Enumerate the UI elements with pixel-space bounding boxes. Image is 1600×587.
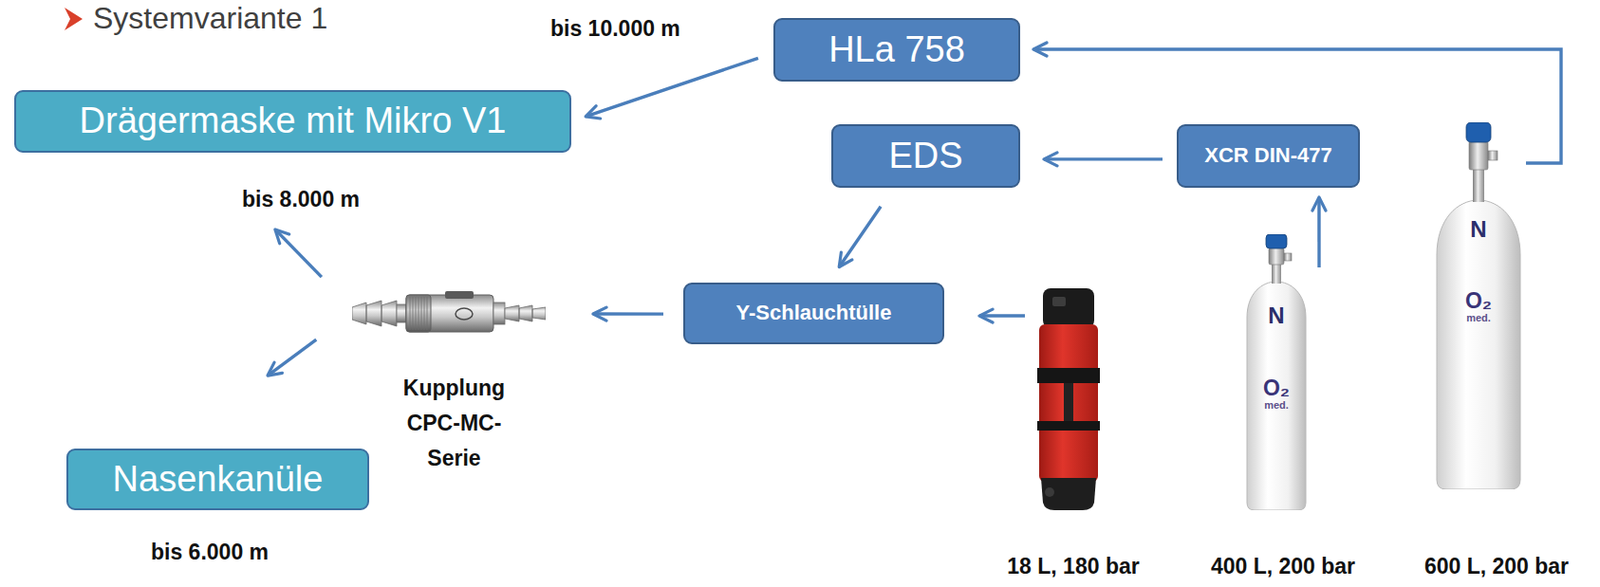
heading-wrap: Systemvariante 1 xyxy=(93,0,328,37)
text-holder: N xyxy=(1233,302,1320,330)
bullet-symbol xyxy=(64,7,83,31)
connector-arrow xyxy=(585,57,759,117)
range-label-holder: bis 10.000 m xyxy=(550,15,681,42)
y-connector-box: Y-Schlauchtülle xyxy=(683,282,945,345)
connector-arrow xyxy=(838,206,881,268)
connector-arrow xyxy=(267,339,317,376)
oxygen-cylinder: NO₂med.400 L, 200 bar xyxy=(1233,234,1320,511)
cylinder-marking: N xyxy=(1431,216,1526,243)
connector-arrow xyxy=(1317,197,1321,268)
caption-text: 600 L, 200 bar xyxy=(1401,554,1592,581)
connector-arrow xyxy=(593,312,664,316)
connector-arrow xyxy=(1043,157,1163,161)
text-holder: 400 L, 200 bar xyxy=(1188,554,1378,581)
cylinder-marking: N xyxy=(1233,302,1320,330)
coupling-node: Kupplung CPC-MC-Serie xyxy=(352,290,546,337)
connector-arrow xyxy=(979,314,1025,317)
coupling-node-picture xyxy=(352,290,546,337)
range-label: bis 8.000 m xyxy=(241,186,360,212)
caption-text: 400 L, 200 bar xyxy=(1188,554,1378,581)
range-label-holder: bis 6.000 m xyxy=(150,539,269,566)
box-label: Nasenkanüle xyxy=(112,459,324,502)
text-holder: med. xyxy=(1233,398,1320,412)
text-holder: 600 L, 200 bar xyxy=(1401,554,1592,581)
box-label: Drägermaske mit Mikro V1 xyxy=(79,100,507,143)
oxygen-cylinder-shape xyxy=(1246,234,1306,511)
caption-text: 18 L, 180 bar xyxy=(978,554,1169,581)
range-label: bis 10.000 m xyxy=(550,16,681,41)
text-holder: 18 L, 180 bar xyxy=(978,554,1169,581)
range-label: bis 6.000 m xyxy=(150,539,269,565)
box-label: EDS xyxy=(888,135,963,178)
heading: Systemvariante 1 xyxy=(93,0,328,36)
oxygen-cylinder-picture xyxy=(1233,234,1320,511)
cylinder-marking: O₂ xyxy=(1233,374,1320,402)
pressure-reducer-box: XCR DIN-477 xyxy=(1176,124,1360,188)
text-holder: O₂ xyxy=(1431,287,1526,315)
text-holder: Kupplung CPC-MC-Serie xyxy=(380,371,528,477)
demand-system-box: EDS xyxy=(831,124,1021,188)
text-holder: N xyxy=(1431,216,1526,243)
text-holder: med. xyxy=(1431,311,1526,325)
box-label: XCR DIN-477 xyxy=(1204,143,1332,168)
range-label-holder: bis 8.000 m xyxy=(241,186,360,213)
cylinder-marking: med. xyxy=(1233,398,1320,412)
coupling-node-shape xyxy=(352,291,546,333)
oxygen-bag: 18 L, 180 bar xyxy=(1035,288,1102,511)
regulator-box: HLa 758 xyxy=(773,18,1021,82)
mask-box: Drägermaske mit Mikro V1 xyxy=(14,90,572,153)
oxygen-bag-picture xyxy=(1035,288,1102,511)
caption-text: Kupplung CPC-MC-Serie xyxy=(380,371,528,477)
cylinder-marking: med. xyxy=(1431,311,1526,325)
box-label: HLa 758 xyxy=(828,29,966,72)
oxygen-bag-shape xyxy=(1037,288,1100,511)
text-holder: O₂ xyxy=(1233,374,1320,402)
cylinder-marking: O₂ xyxy=(1431,287,1526,315)
cannula-box: Nasenkanüle xyxy=(66,448,370,511)
box-label: Y-Schlauchtülle xyxy=(736,300,893,326)
connector-arrow xyxy=(275,229,322,278)
oxygen-cylinder: NO₂med.600 L, 200 bar xyxy=(1431,122,1526,490)
